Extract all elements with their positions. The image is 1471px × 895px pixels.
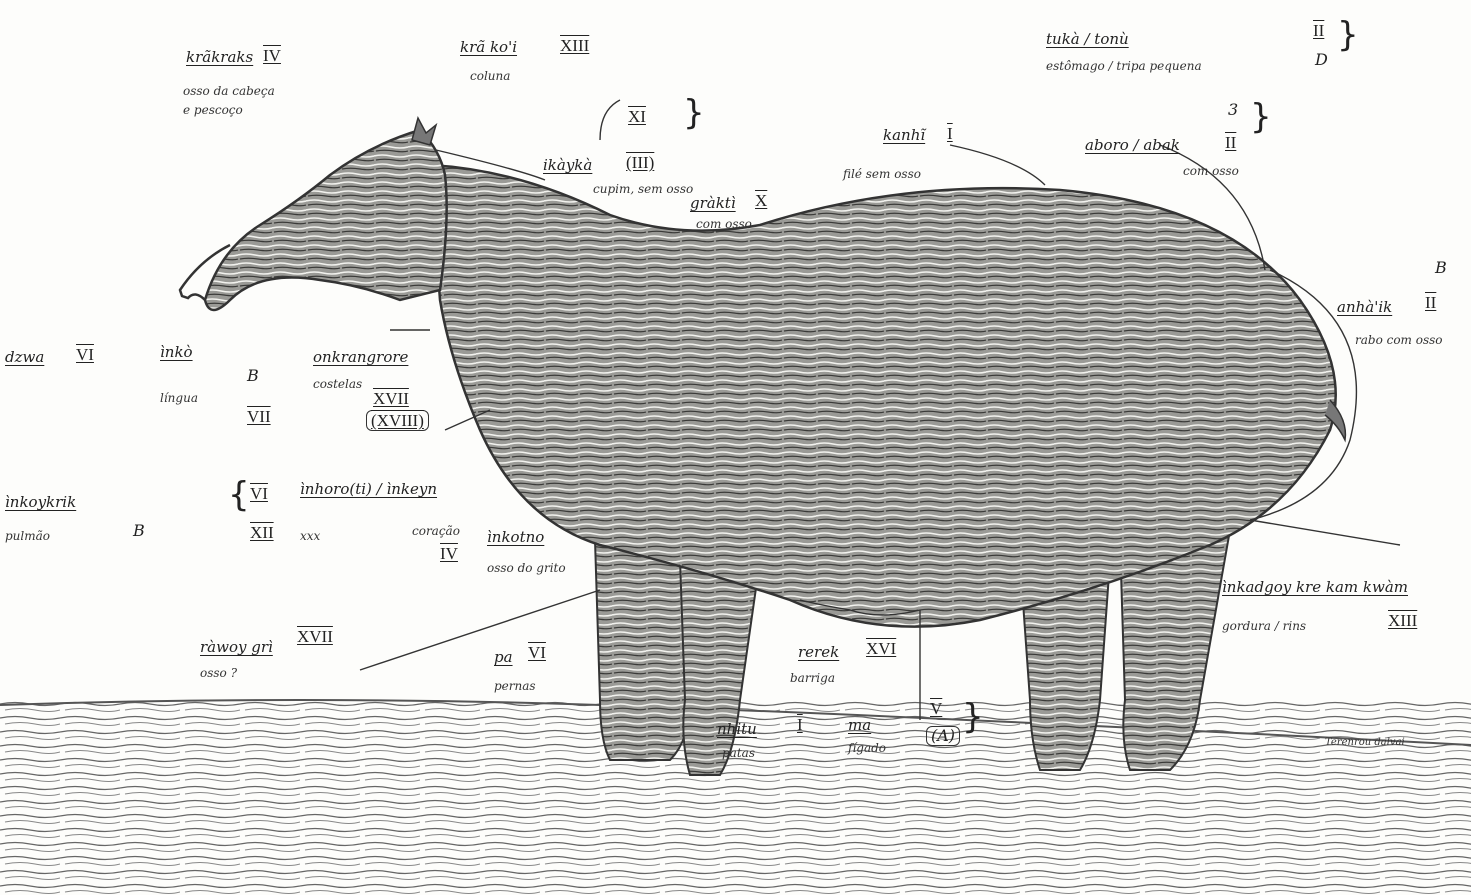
label-anhaik-mark: B: [1435, 260, 1447, 276]
label-krakraks-term: krãkraks: [186, 50, 253, 65]
label-pa-term: pa: [494, 650, 513, 665]
label-kanhi-gloss: filé sem osso: [843, 168, 921, 180]
label-ikayka-term: ikàykà: [543, 158, 592, 173]
label-anhaik-gloss: rabo com osso: [1355, 334, 1443, 346]
label-nhitu-roman: I: [797, 716, 803, 733]
label-kanhi-term: kanhĩ: [883, 128, 925, 143]
label-inhoro-gloss: coração: [412, 525, 460, 537]
tapir-head: [205, 130, 447, 310]
label-rawoy-gloss: osso ?: [200, 667, 237, 679]
label-inkoykrik-mark: B: [133, 523, 145, 539]
label-inko-term: ìnkò: [160, 345, 193, 360]
label-onkrangrore-roman1: XVII: [373, 390, 409, 407]
label-inko-roman: VII: [247, 408, 271, 425]
label-rawoy-roman: XVII: [297, 628, 333, 645]
label-inkotno-roman: IV: [440, 545, 458, 562]
label-krakraks-roman: IV: [263, 47, 281, 64]
artist-signature: Terenrou dalvai: [1325, 738, 1405, 748]
label-ma-term: ma: [848, 718, 871, 733]
label-tuka-term: tukà / tonù: [1046, 32, 1129, 47]
brace-xi: }: [683, 96, 705, 130]
label-krakraks-gloss1: osso da cabeça: [183, 85, 275, 97]
label-tuka-roman-top: II: [1313, 22, 1324, 39]
label-nhitu-gloss: patas: [722, 747, 755, 759]
label-ikayka-gloss: cupim, sem osso: [593, 183, 693, 195]
label-grakti-gloss: com osso: [696, 218, 752, 230]
label-dzwa-term: dzwa: [5, 350, 44, 365]
tapir-ear: [412, 118, 436, 145]
brace-tuka: }: [1337, 18, 1359, 52]
label-inhoro-roman2: XII: [250, 524, 274, 541]
label-nhitu-term: nhitu: [717, 722, 757, 737]
label-xi-mark: XI: [628, 108, 646, 125]
label-inko-mark: B: [247, 368, 259, 384]
label-pa-roman: VI: [528, 644, 546, 661]
label-rawoy-term: ràwoy grì: [200, 640, 273, 655]
label-onkrangrore-roman2: (XVIII): [366, 410, 429, 431]
label-inkadgoy-term: ìnkadgoy kre kam kwàm: [1222, 580, 1408, 595]
label-kanhi-roman: I: [947, 125, 953, 142]
label-anhaik-term: anhà'ik: [1337, 300, 1392, 315]
label-anhaik-roman: II: [1425, 294, 1436, 311]
label-tuka-roman-bottom: D: [1315, 52, 1328, 68]
label-krakraks-gloss2: e pescoço: [183, 104, 243, 116]
label-va-roman: V: [930, 700, 942, 717]
label-rerek-roman: XVI: [866, 640, 896, 657]
label-inhoro-gloss-left: xxx: [300, 530, 320, 542]
label-aboro-mark: 3: [1228, 102, 1238, 118]
label-inkoykrik-gloss: pulmão: [5, 530, 50, 542]
label-krakoi-roman: XIII: [560, 37, 589, 54]
label-aboro-roman: II: [1225, 134, 1236, 151]
label-aboro-term: aboro / abak: [1085, 138, 1180, 153]
label-rerek-gloss: barriga: [790, 672, 835, 684]
label-inhoro-term: ìnhoro(ti) / ìnkeyn: [300, 482, 437, 497]
label-inkotno-gloss: osso do grito: [487, 562, 566, 574]
label-tuka-gloss: estômago / tripa pequena: [1046, 60, 1202, 72]
label-inkotno-term: ìnkotno: [487, 530, 544, 545]
label-pa-gloss: pernas: [494, 680, 536, 692]
label-ikayka-roman: (III): [626, 154, 654, 171]
label-rerek-term: rerek: [798, 645, 839, 660]
brace-aboro: }: [1250, 100, 1272, 134]
label-krakoi-term: krã ko'i: [460, 40, 517, 55]
label-inkadgoy-gloss: gordura / rins: [1222, 620, 1306, 632]
label-inkoykrik-term: ìnkoykrik: [5, 495, 76, 510]
label-inko-gloss: língua: [160, 392, 198, 404]
label-aboro-gloss: com osso: [1183, 165, 1239, 177]
label-ma-gloss: fígado: [848, 742, 886, 754]
label-onkrangrore-term: onkrangrore: [313, 350, 408, 365]
label-inkadgoy-roman: XIII: [1388, 612, 1417, 629]
label-grakti-term: gràktì: [690, 196, 736, 211]
label-dzwa-roman: VI: [76, 346, 94, 363]
label-inhoro-roman1: VI: [250, 485, 268, 502]
label-onkrangrore-gloss: costelas: [313, 378, 362, 390]
brace-inhoro: {: [228, 478, 250, 512]
brace-va: }: [962, 700, 984, 734]
label-va-sub: (A): [926, 726, 960, 746]
label-krakoi-gloss: coluna: [470, 70, 510, 82]
label-grakti-roman: X: [755, 192, 767, 209]
